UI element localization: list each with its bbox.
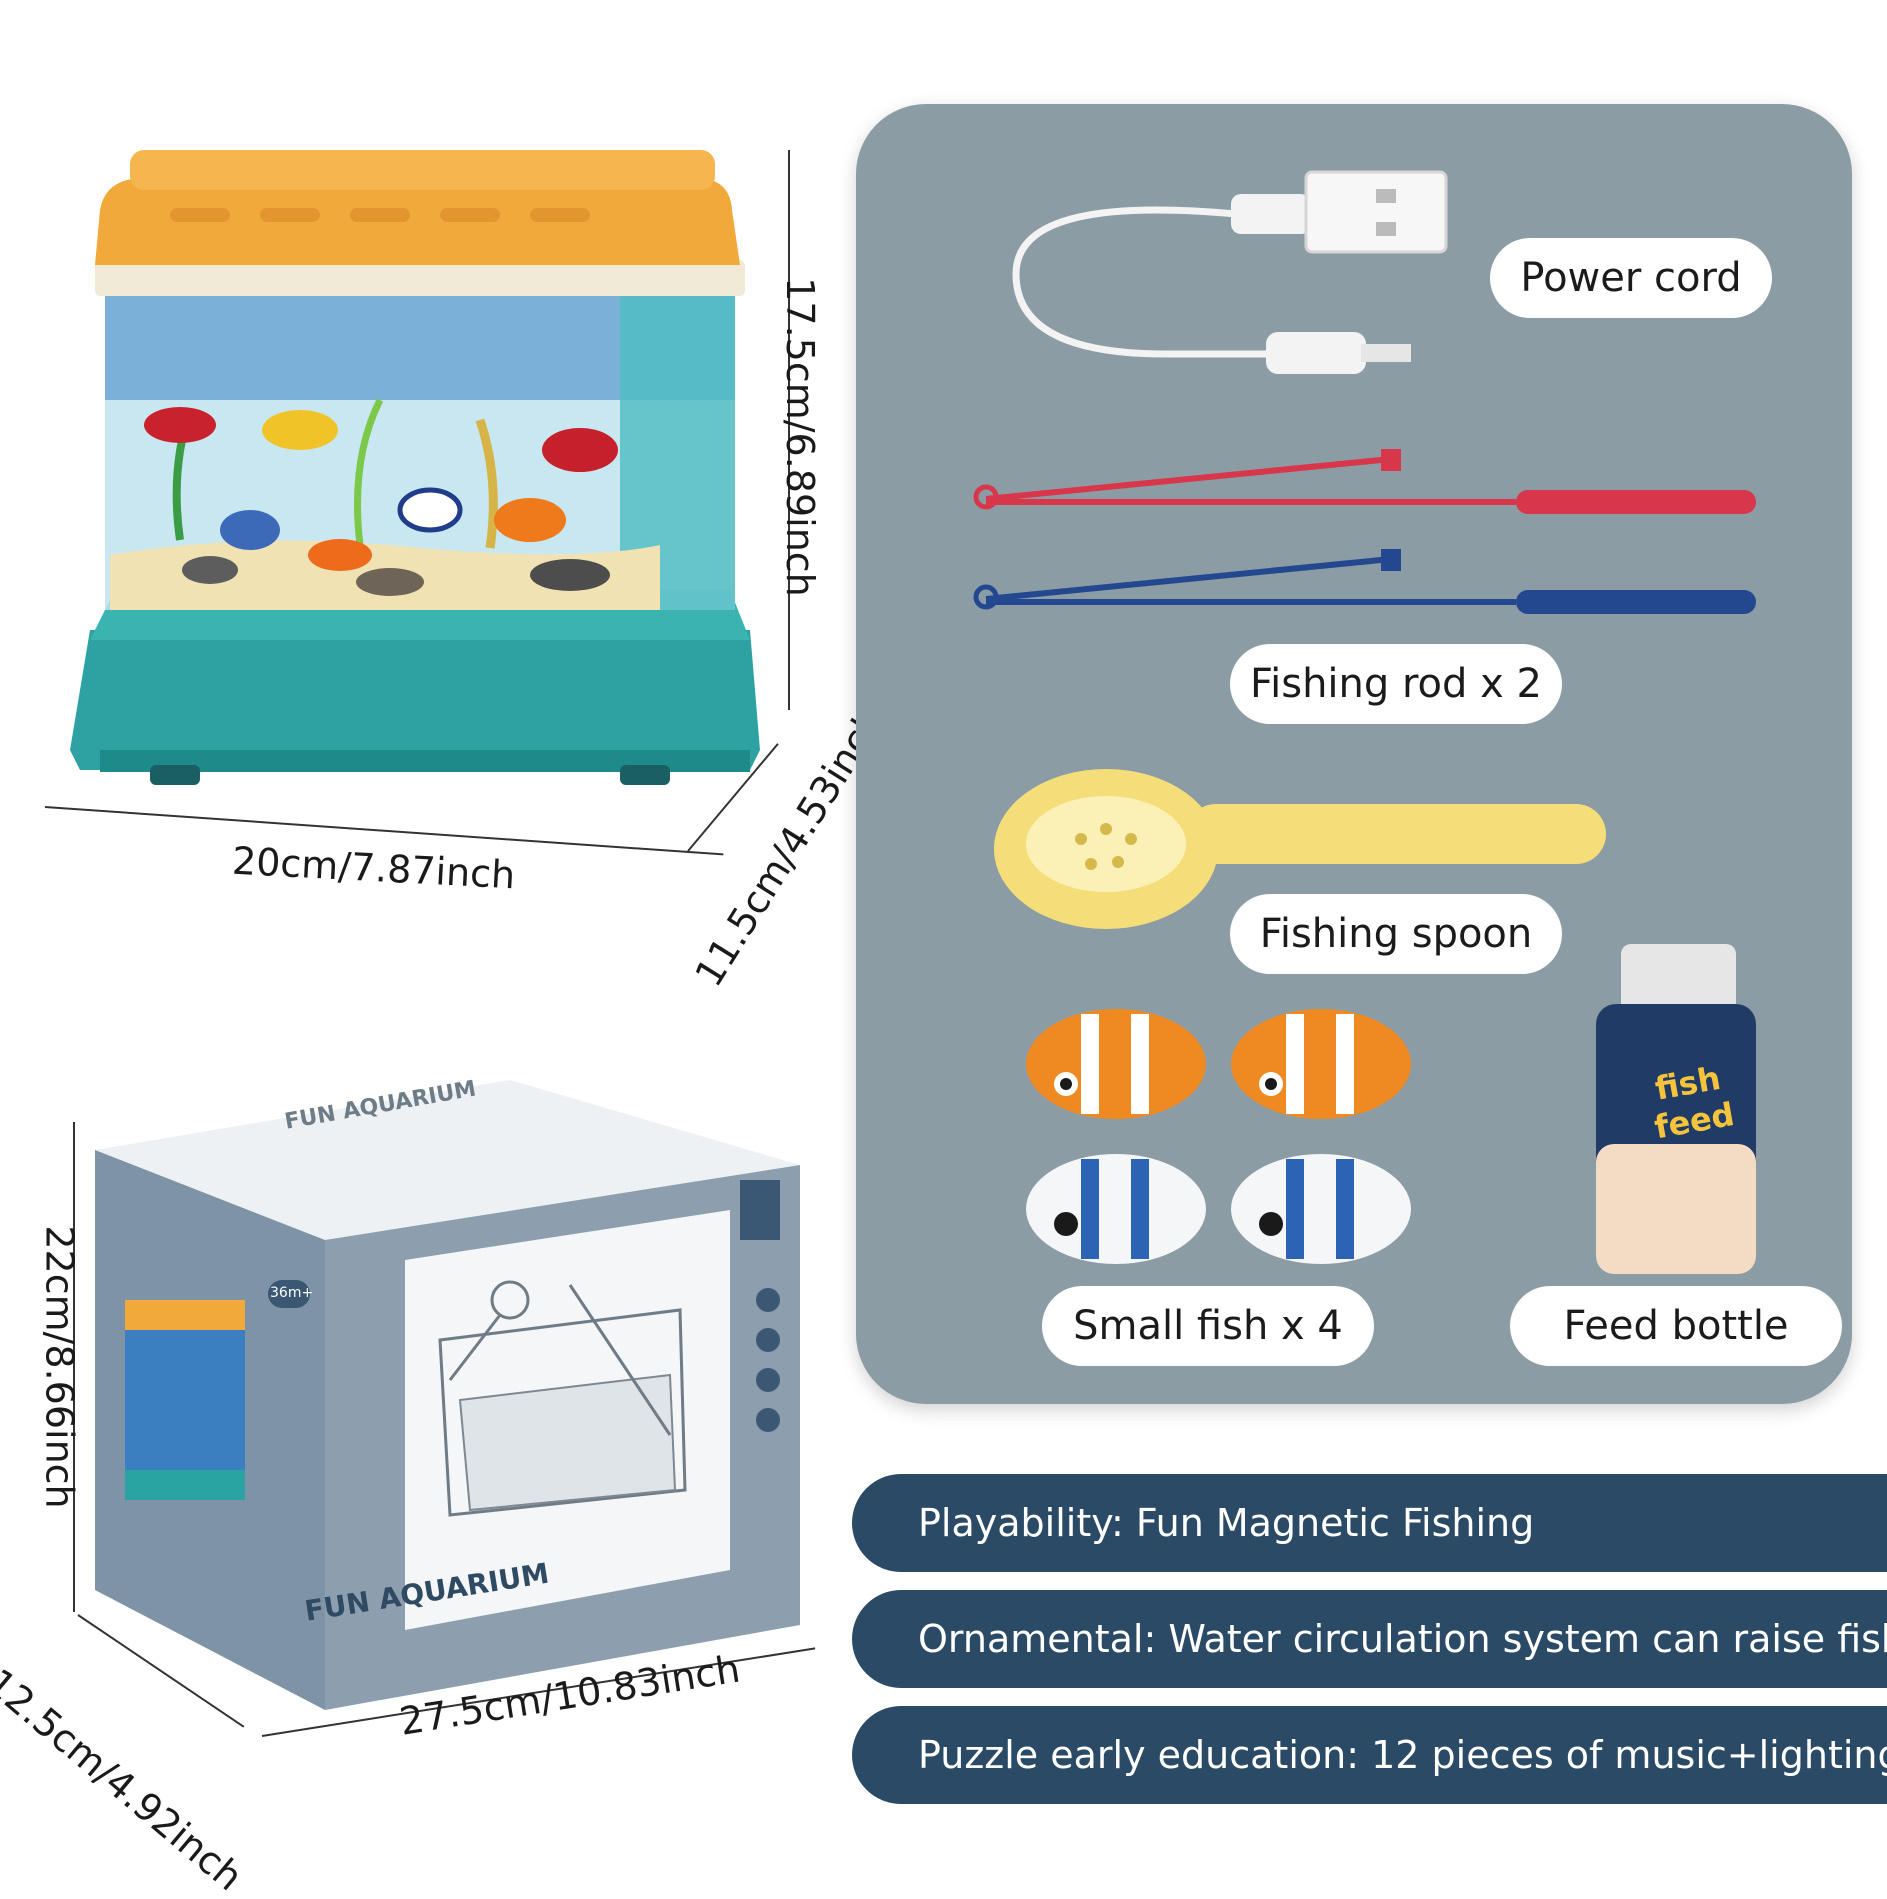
packaging-box-image: 36m+ FUN AQUARIUM FUN AQUARIUM [80, 1070, 840, 1710]
accessories-illustrations [973, 170, 1756, 1274]
label-fishing-rod: Fishing rod x 2 [1230, 644, 1562, 724]
label-fishing-spoon: Fishing spoon [1230, 894, 1562, 974]
age-badge: 36m+ [270, 1285, 314, 1301]
label-power-cord: Power cord [1490, 238, 1772, 318]
aquarium-width-label: 20cm/7.87inch [231, 838, 517, 898]
aquarium-illustration [70, 150, 760, 785]
box-height-label: 22cm/8.66inch [37, 1225, 82, 1509]
feature-ornamental: Ornamental: Water circulation system can… [852, 1590, 1887, 1688]
box-illustration [95, 1080, 800, 1710]
aquarium-height-label: 17.5cm/6.89inch [777, 277, 822, 597]
accessories-panel: fish feed Power cord Fishing rod x 2 Fis… [856, 104, 1852, 1404]
clownfish-2 [1231, 1009, 1411, 1119]
clownfish-1 [1026, 1009, 1206, 1119]
feature-education: Puzzle early education: 12 pieces of mus… [852, 1706, 1887, 1804]
box-height-dimension-line [73, 1122, 75, 1612]
feature-playability: Playability: Fun Magnetic Fishing [852, 1474, 1887, 1572]
bluefish-2 [1231, 1154, 1411, 1264]
aquarium-product-image [60, 150, 780, 820]
label-feed-bottle: Feed bottle [1510, 1286, 1842, 1366]
label-small-fish: Small fish x 4 [1042, 1286, 1374, 1366]
bluefish-1 [1026, 1154, 1206, 1264]
height-dimension-line [788, 150, 790, 710]
